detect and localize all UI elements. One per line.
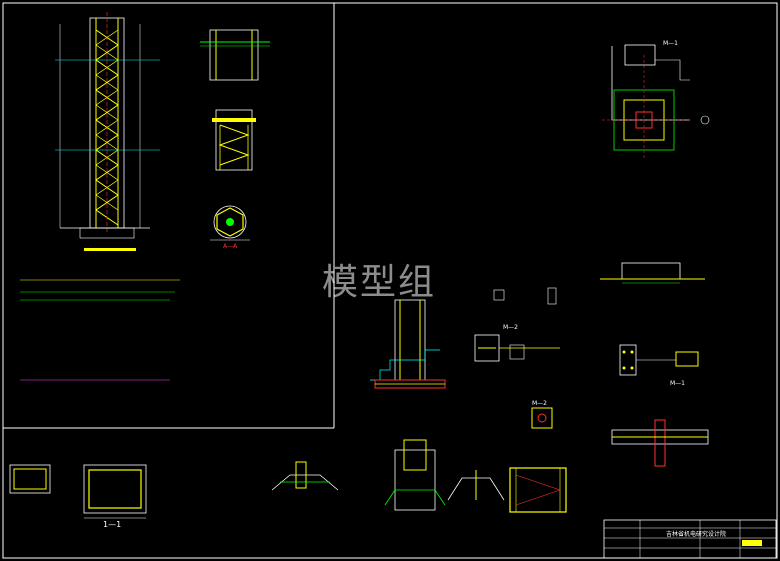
title-block bbox=[603, 519, 777, 559]
door-frame-detail bbox=[600, 262, 705, 284]
m1-plate-detail bbox=[619, 344, 699, 376]
section-label-a-a: A—A bbox=[223, 243, 238, 250]
label-m1-right: M—1 bbox=[670, 380, 685, 387]
m2-detail bbox=[474, 334, 560, 362]
label-m1-top: M—1 bbox=[663, 40, 678, 47]
bottom-mid-detail-4 bbox=[509, 467, 567, 513]
label-m2-small: M—2 bbox=[532, 400, 547, 407]
column-base-plan bbox=[602, 44, 710, 160]
pile-cap-detail bbox=[200, 29, 270, 81]
section-a-a-hexagon bbox=[210, 205, 250, 241]
a-a-small-section bbox=[531, 407, 553, 429]
beam-section-detail bbox=[611, 419, 709, 467]
bottom-left-plan-1 bbox=[9, 464, 51, 494]
label-m2: M—2 bbox=[503, 324, 518, 331]
watermark: 模型组 bbox=[322, 262, 437, 303]
anchor-detail bbox=[493, 287, 557, 305]
left-notes-block bbox=[20, 279, 180, 381]
pile-elevation-drawing bbox=[55, 12, 160, 251]
pile-section-detail bbox=[212, 109, 256, 171]
title-block-institute: 吉林省机电研究设计院 bbox=[666, 531, 727, 538]
bottom-mid-detail-1 bbox=[271, 461, 339, 491]
bottom-mid-detail-2 bbox=[384, 439, 446, 511]
bottom-left-section-1-1 bbox=[83, 464, 147, 519]
bottom-mid-detail-3 bbox=[447, 470, 505, 501]
section-label-1-1: 1—1 bbox=[103, 520, 122, 529]
foundation-section-detail bbox=[370, 299, 446, 389]
